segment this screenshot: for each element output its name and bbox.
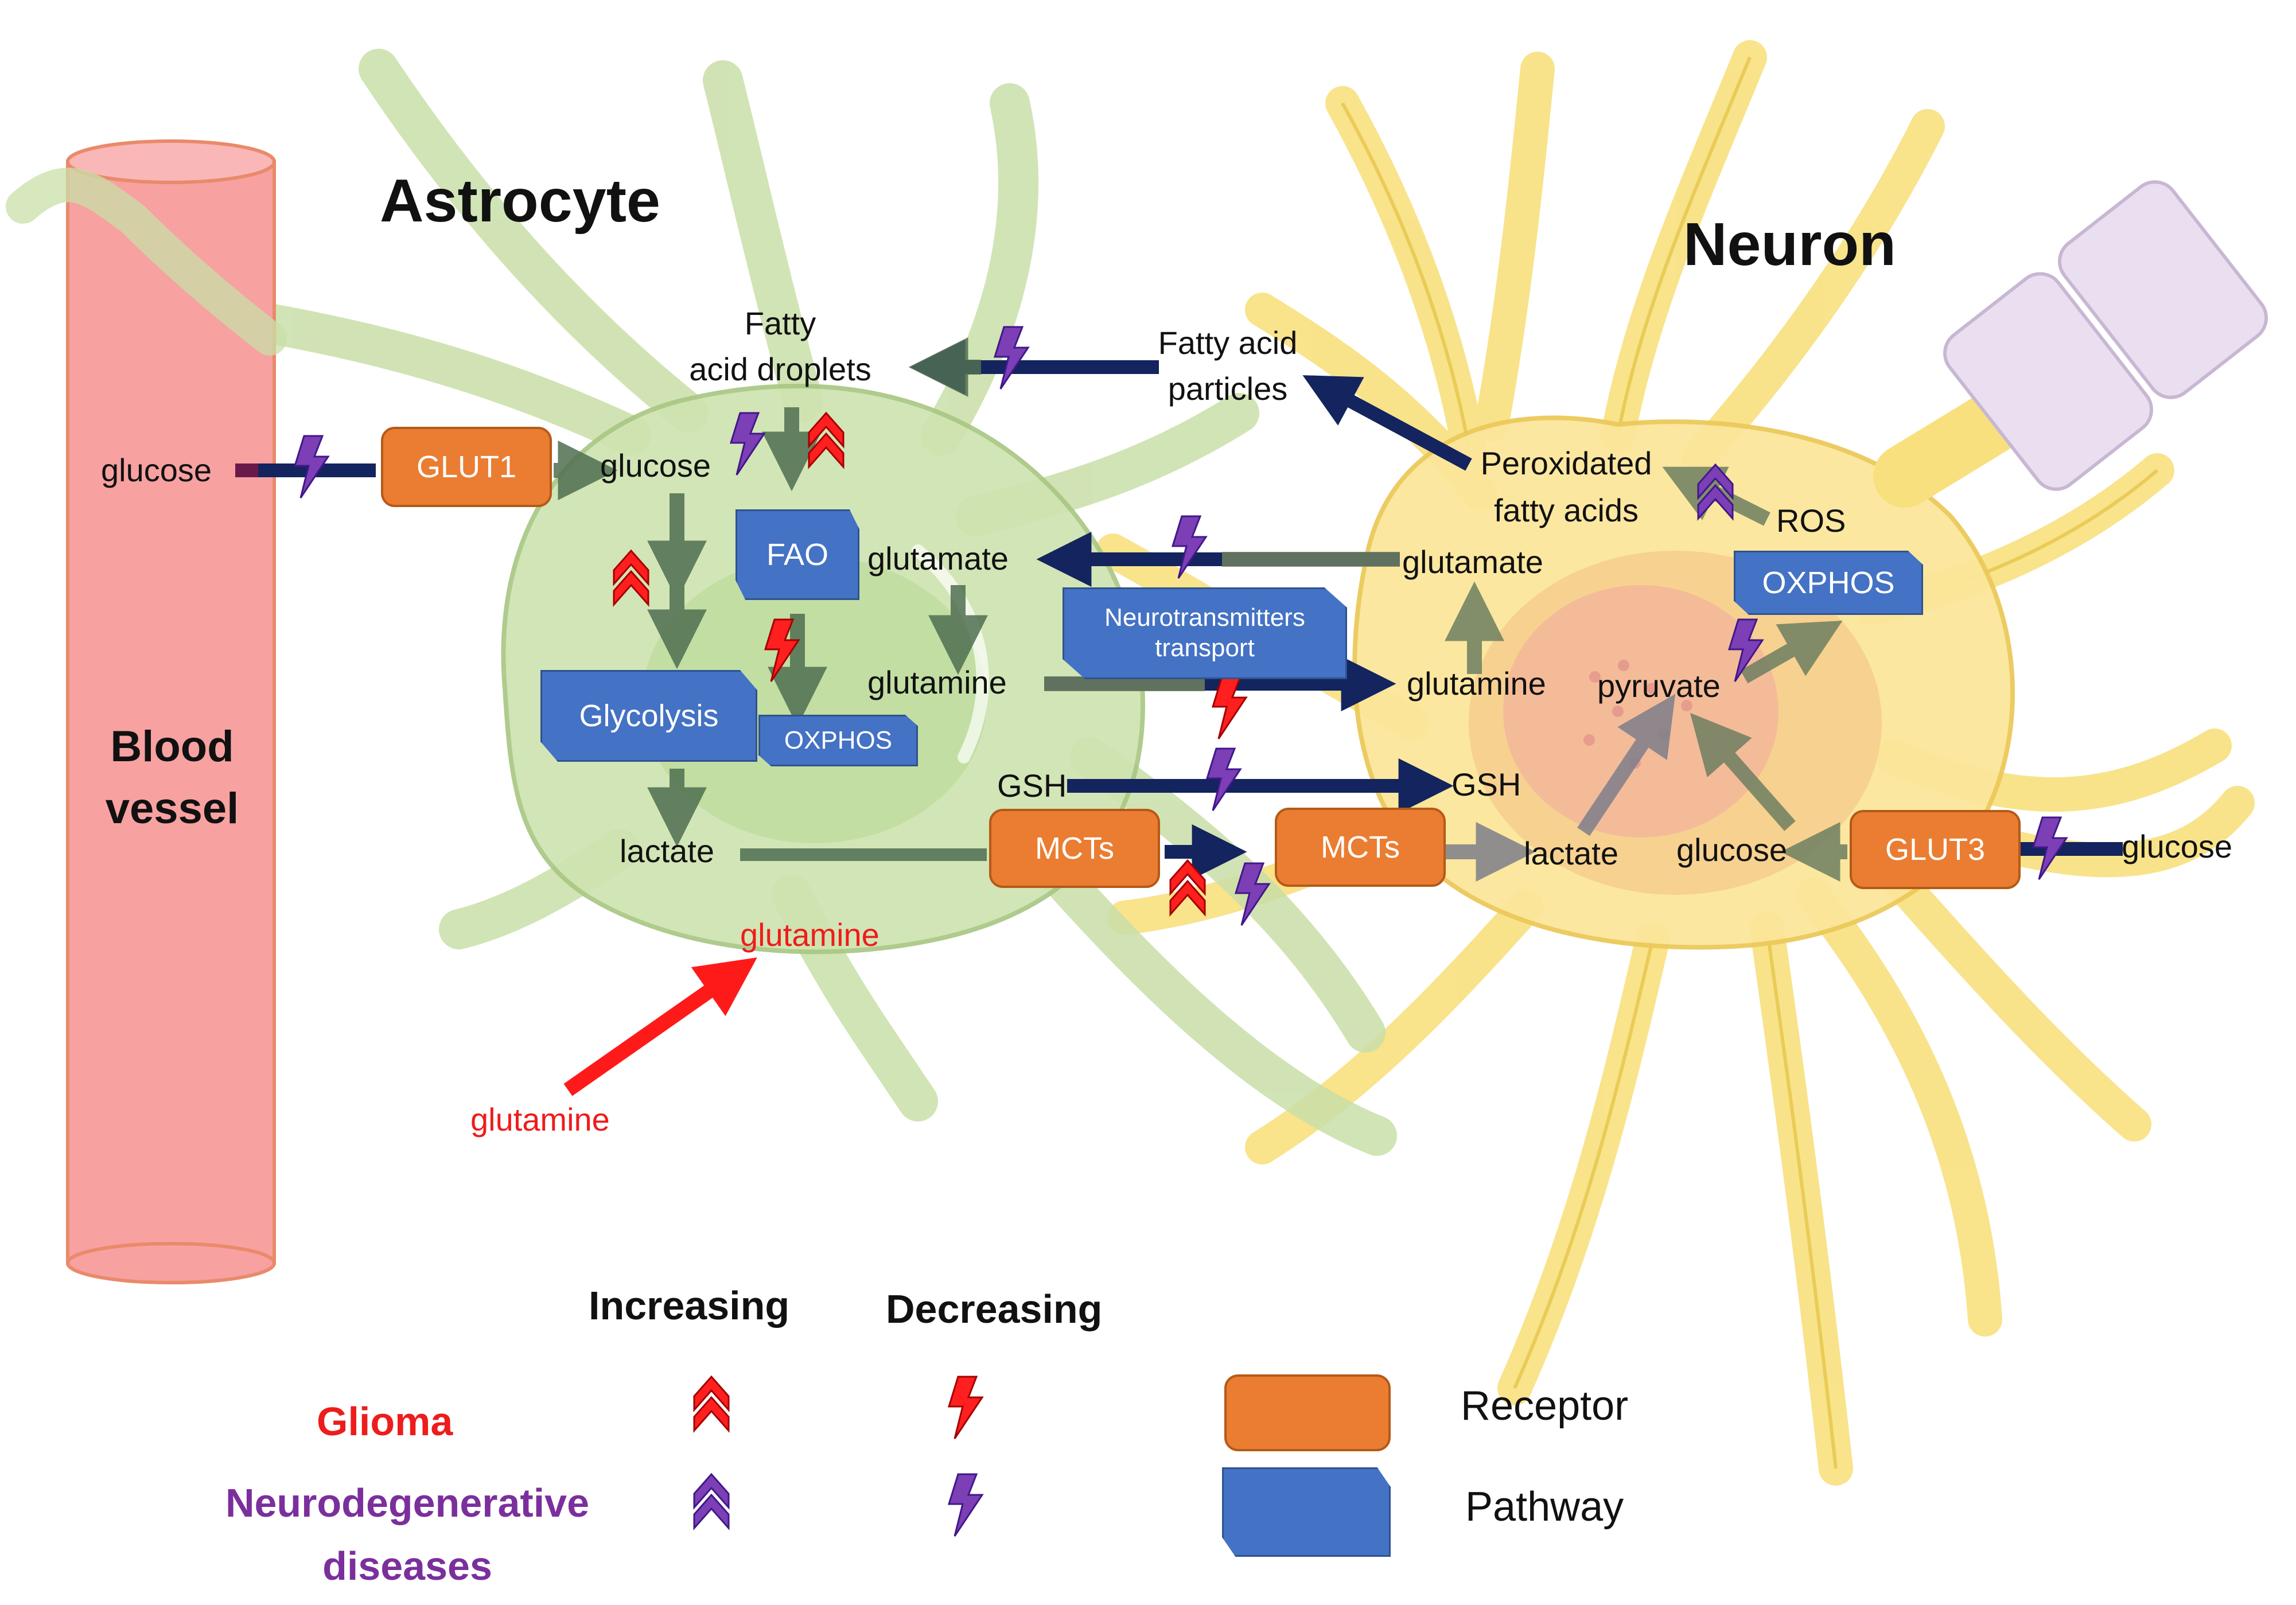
label-pyruvate: pyruvate xyxy=(1597,668,1721,704)
legend-glioma-increase-icon xyxy=(693,1376,730,1432)
legend-decreasing: Decreasing xyxy=(886,1287,1103,1331)
pathway-neurotransmitters-line1: Neurotransmitters xyxy=(1104,603,1305,632)
legend-glioma-decrease-icon xyxy=(948,1376,983,1440)
label-gsh-astrocyte: GSH xyxy=(997,768,1067,804)
label-glucose-blood: glucose xyxy=(101,452,212,488)
receptor-glut1: GLUT1 xyxy=(381,427,552,507)
legend-receptor-label: Receptor xyxy=(1461,1383,1629,1429)
pathway-fao: FAO xyxy=(736,509,859,600)
label-glucose-astrocyte: glucose xyxy=(600,447,711,484)
legend-glioma: Glioma xyxy=(317,1399,453,1444)
label-lactate-astrocyte: lactate xyxy=(620,833,714,869)
receptor-glut3: GLUT3 xyxy=(1850,810,2021,889)
label-ros: ROS xyxy=(1776,502,1846,539)
label-glutamine-red-inside: glutamine xyxy=(740,917,880,953)
legend-pathway-label: Pathway xyxy=(1465,1484,1624,1530)
label-glutamine-neuron: glutamine xyxy=(1407,665,1546,702)
label-fatty-particles-line2: particles xyxy=(1168,371,1288,407)
label-glutamate-neuron: glutamate xyxy=(1402,544,1543,580)
pathway-neurotransmitters-line2: transport xyxy=(1155,634,1255,662)
blood-vessel xyxy=(6,139,287,1284)
label-peroxidated-line2: fatty acids xyxy=(1493,492,1639,528)
legend-neuro-line1: Neurodegenerative xyxy=(225,1481,590,1525)
label-fatty-droplets-line2: acid droplets xyxy=(689,351,871,387)
label-peroxidated-line1: Peroxidated xyxy=(1480,445,1652,481)
label-glucose-neuron-outside: glucose xyxy=(2122,828,2233,864)
label-glucose-neuron: glucose xyxy=(1676,832,1788,868)
blood-vessel-label-line1: Blood xyxy=(110,722,234,771)
label-glutamate-astrocyte: glutamate xyxy=(867,540,1009,576)
blood-vessel-label-line2: vessel xyxy=(105,784,239,833)
legend-neuro-line2: diseases xyxy=(322,1544,492,1588)
label-lactate-neuron: lactate xyxy=(1524,835,1618,871)
receptor-mcts-neuron: MCTs xyxy=(1275,808,1446,887)
legend-pathway-swatch xyxy=(1222,1467,1391,1557)
legend-nd-decrease-icon xyxy=(948,1473,983,1537)
legend-increasing: Increasing xyxy=(589,1283,790,1328)
legend-receptor-swatch xyxy=(1224,1374,1391,1451)
pathway-glycolysis: Glycolysis xyxy=(540,670,757,762)
legend-nd-increase-icon xyxy=(693,1473,730,1529)
axon xyxy=(1873,180,2268,508)
arrow-glutamine-red xyxy=(563,957,757,1096)
arrow-peroxidated-to-particles xyxy=(1302,375,1472,471)
pathway-oxphos-astrocyte: OXPHOS xyxy=(758,715,918,766)
neuron-title: Neuron xyxy=(1683,211,1896,278)
label-glutamine-astrocyte: glutamine xyxy=(867,664,1007,700)
label-fatty-droplets-line1: Fatty xyxy=(744,305,816,341)
pathway-oxphos-neuron: OXPHOS xyxy=(1734,551,1923,615)
pathway-neurotransmitters-transport: Neurotransmitters transport xyxy=(1063,587,1347,679)
label-gsh-neuron: GSH xyxy=(1451,766,1521,802)
receptor-mcts-astrocyte: MCTs xyxy=(989,809,1160,888)
label-glutamine-red-outside: glutamine xyxy=(470,1101,610,1137)
label-fatty-particles-line1: Fatty acid xyxy=(1158,325,1298,361)
astrocyte-title: Astrocyte xyxy=(380,167,660,235)
